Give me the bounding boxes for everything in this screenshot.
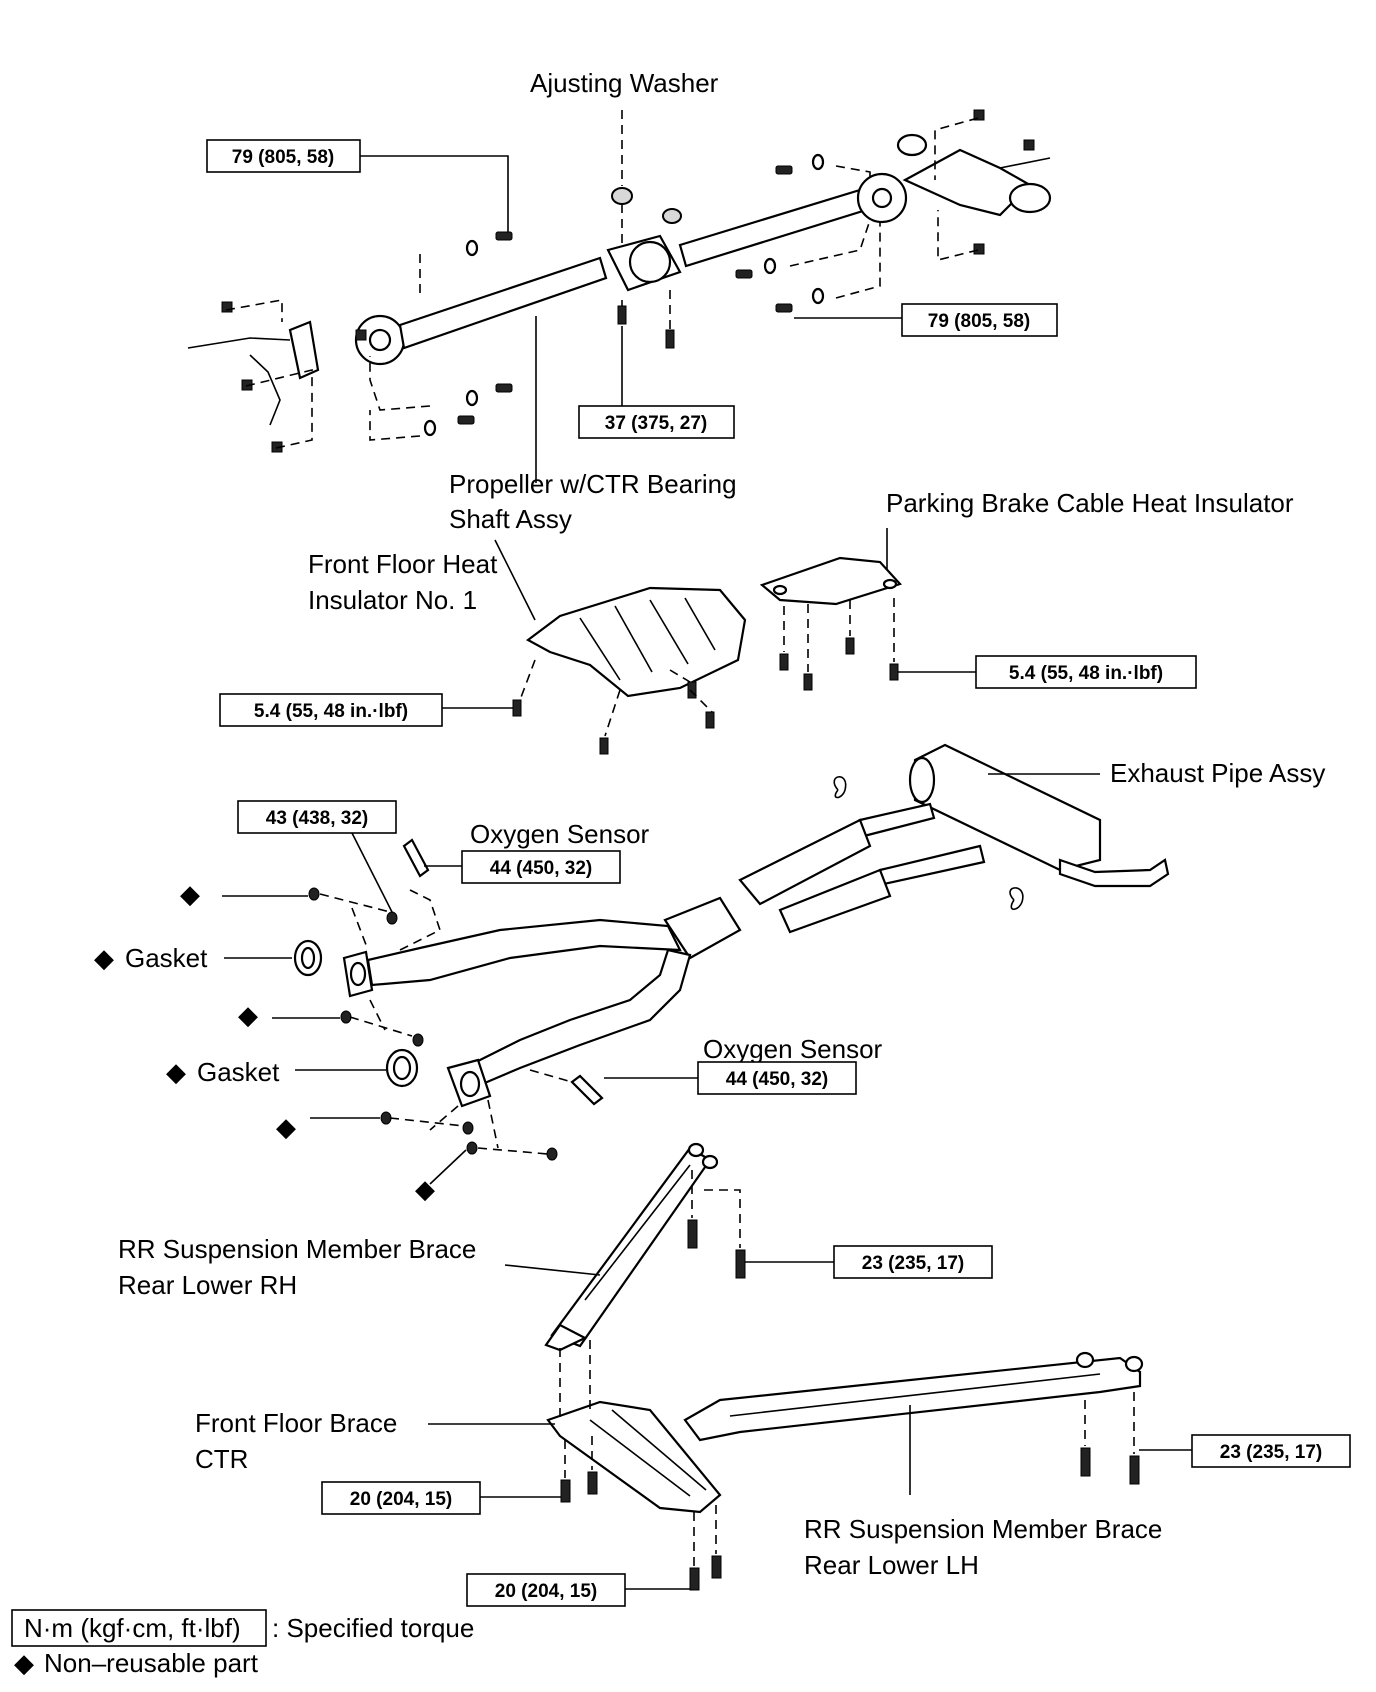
non-reusable-marker-5: ◆ — [276, 1112, 296, 1142]
braces-drawing — [544, 1142, 1144, 1591]
adjusting-washer-label: Ajusting Washer — [530, 68, 719, 98]
non-reusable-marker-1: ◆ — [180, 879, 200, 909]
front-floor-brace-label-line1: Front Floor Brace — [195, 1408, 397, 1438]
torque-ctr-bearing: 37 (375, 27) — [605, 413, 707, 434]
torque-specs: 79 (805, 58) 79 (805, 58) 37 (375, 27) 5… — [206, 139, 1351, 1607]
propeller-shaft-label-line1: Propeller w/CTR Bearing — [449, 469, 737, 499]
exhaust-pipe-label: Exhaust Pipe Assy — [1110, 758, 1325, 788]
legend-non-reusable-symbol: ◆ — [14, 1648, 34, 1678]
rr-brace-rh-label-line2: Rear Lower RH — [118, 1270, 297, 1300]
non-reusable-marker-4: ◆ — [166, 1057, 186, 1087]
oxygen-sensor-upper-label: Oxygen Sensor — [470, 819, 650, 849]
parking-brake-insulator-label: Parking Brake Cable Heat Insulator — [886, 488, 1294, 518]
heat-insulators-drawing — [512, 556, 902, 755]
torque-prop-front: 79 (805, 58) — [232, 147, 334, 168]
torque-rh-brace: 23 (235, 17) — [862, 1253, 964, 1274]
oxygen-sensor-lower-label: Oxygen Sensor — [703, 1034, 883, 1064]
leader-lines — [224, 316, 1100, 1495]
legend: N·m (kgf·cm, ft·lbf) : Specified torque … — [11, 1609, 474, 1678]
exhaust-pipe-drawing — [293, 743, 1170, 1161]
non-reusable-markers: ◆ ◆ ◆ ◆ ◆ ◆ — [94, 879, 467, 1204]
non-reusable-marker-3: ◆ — [238, 1000, 258, 1030]
front-floor-insulator-label-line2: Insulator No. 1 — [308, 585, 477, 615]
legend-torque-desc: : Specified torque — [272, 1613, 474, 1643]
front-floor-brace-label-line2: CTR — [195, 1444, 248, 1474]
torque-brake-insulator: 5.4 (55, 48 in.·lbf) — [1009, 663, 1163, 684]
non-reusable-marker-2: ◆ — [94, 943, 114, 973]
torque-ctr-brace-bottom: 20 (204, 15) — [495, 1581, 597, 1602]
torque-ctr-brace-left: 20 (204, 15) — [350, 1489, 452, 1510]
torque-floor-insulator: 5.4 (55, 48 in.·lbf) — [254, 701, 408, 722]
torque-oxygen-lower: 44 (450, 32) — [726, 1069, 828, 1090]
rr-brace-lh-label-line1: RR Suspension Member Brace — [804, 1514, 1162, 1544]
propeller-shaft-label-line2: Shaft Assy — [449, 504, 572, 534]
rr-brace-lh-label-line2: Rear Lower LH — [804, 1550, 979, 1580]
torque-prop-rear: 79 (805, 58) — [928, 311, 1030, 332]
gasket-lower-label: Gasket — [197, 1057, 280, 1087]
gasket-upper-label: Gasket — [125, 943, 208, 973]
front-floor-insulator-label-line1: Front Floor Heat — [308, 549, 498, 579]
non-reusable-marker-6: ◆ — [415, 1174, 435, 1204]
legend-torque-unit: N·m (kgf·cm, ft·lbf) — [24, 1613, 241, 1643]
torque-oxygen-upper: 44 (450, 32) — [490, 858, 592, 879]
rr-brace-rh-label-line1: RR Suspension Member Brace — [118, 1234, 476, 1264]
part-labels: Ajusting Washer Propeller w/CTR Bearing … — [118, 68, 1325, 1580]
torque-exhaust-flange: 43 (438, 32) — [266, 808, 368, 829]
propeller-shaft-drawing — [187, 109, 1052, 453]
legend-non-reusable-desc: Non–reusable part — [44, 1648, 259, 1678]
torque-lh-brace: 23 (235, 17) — [1220, 1442, 1322, 1463]
